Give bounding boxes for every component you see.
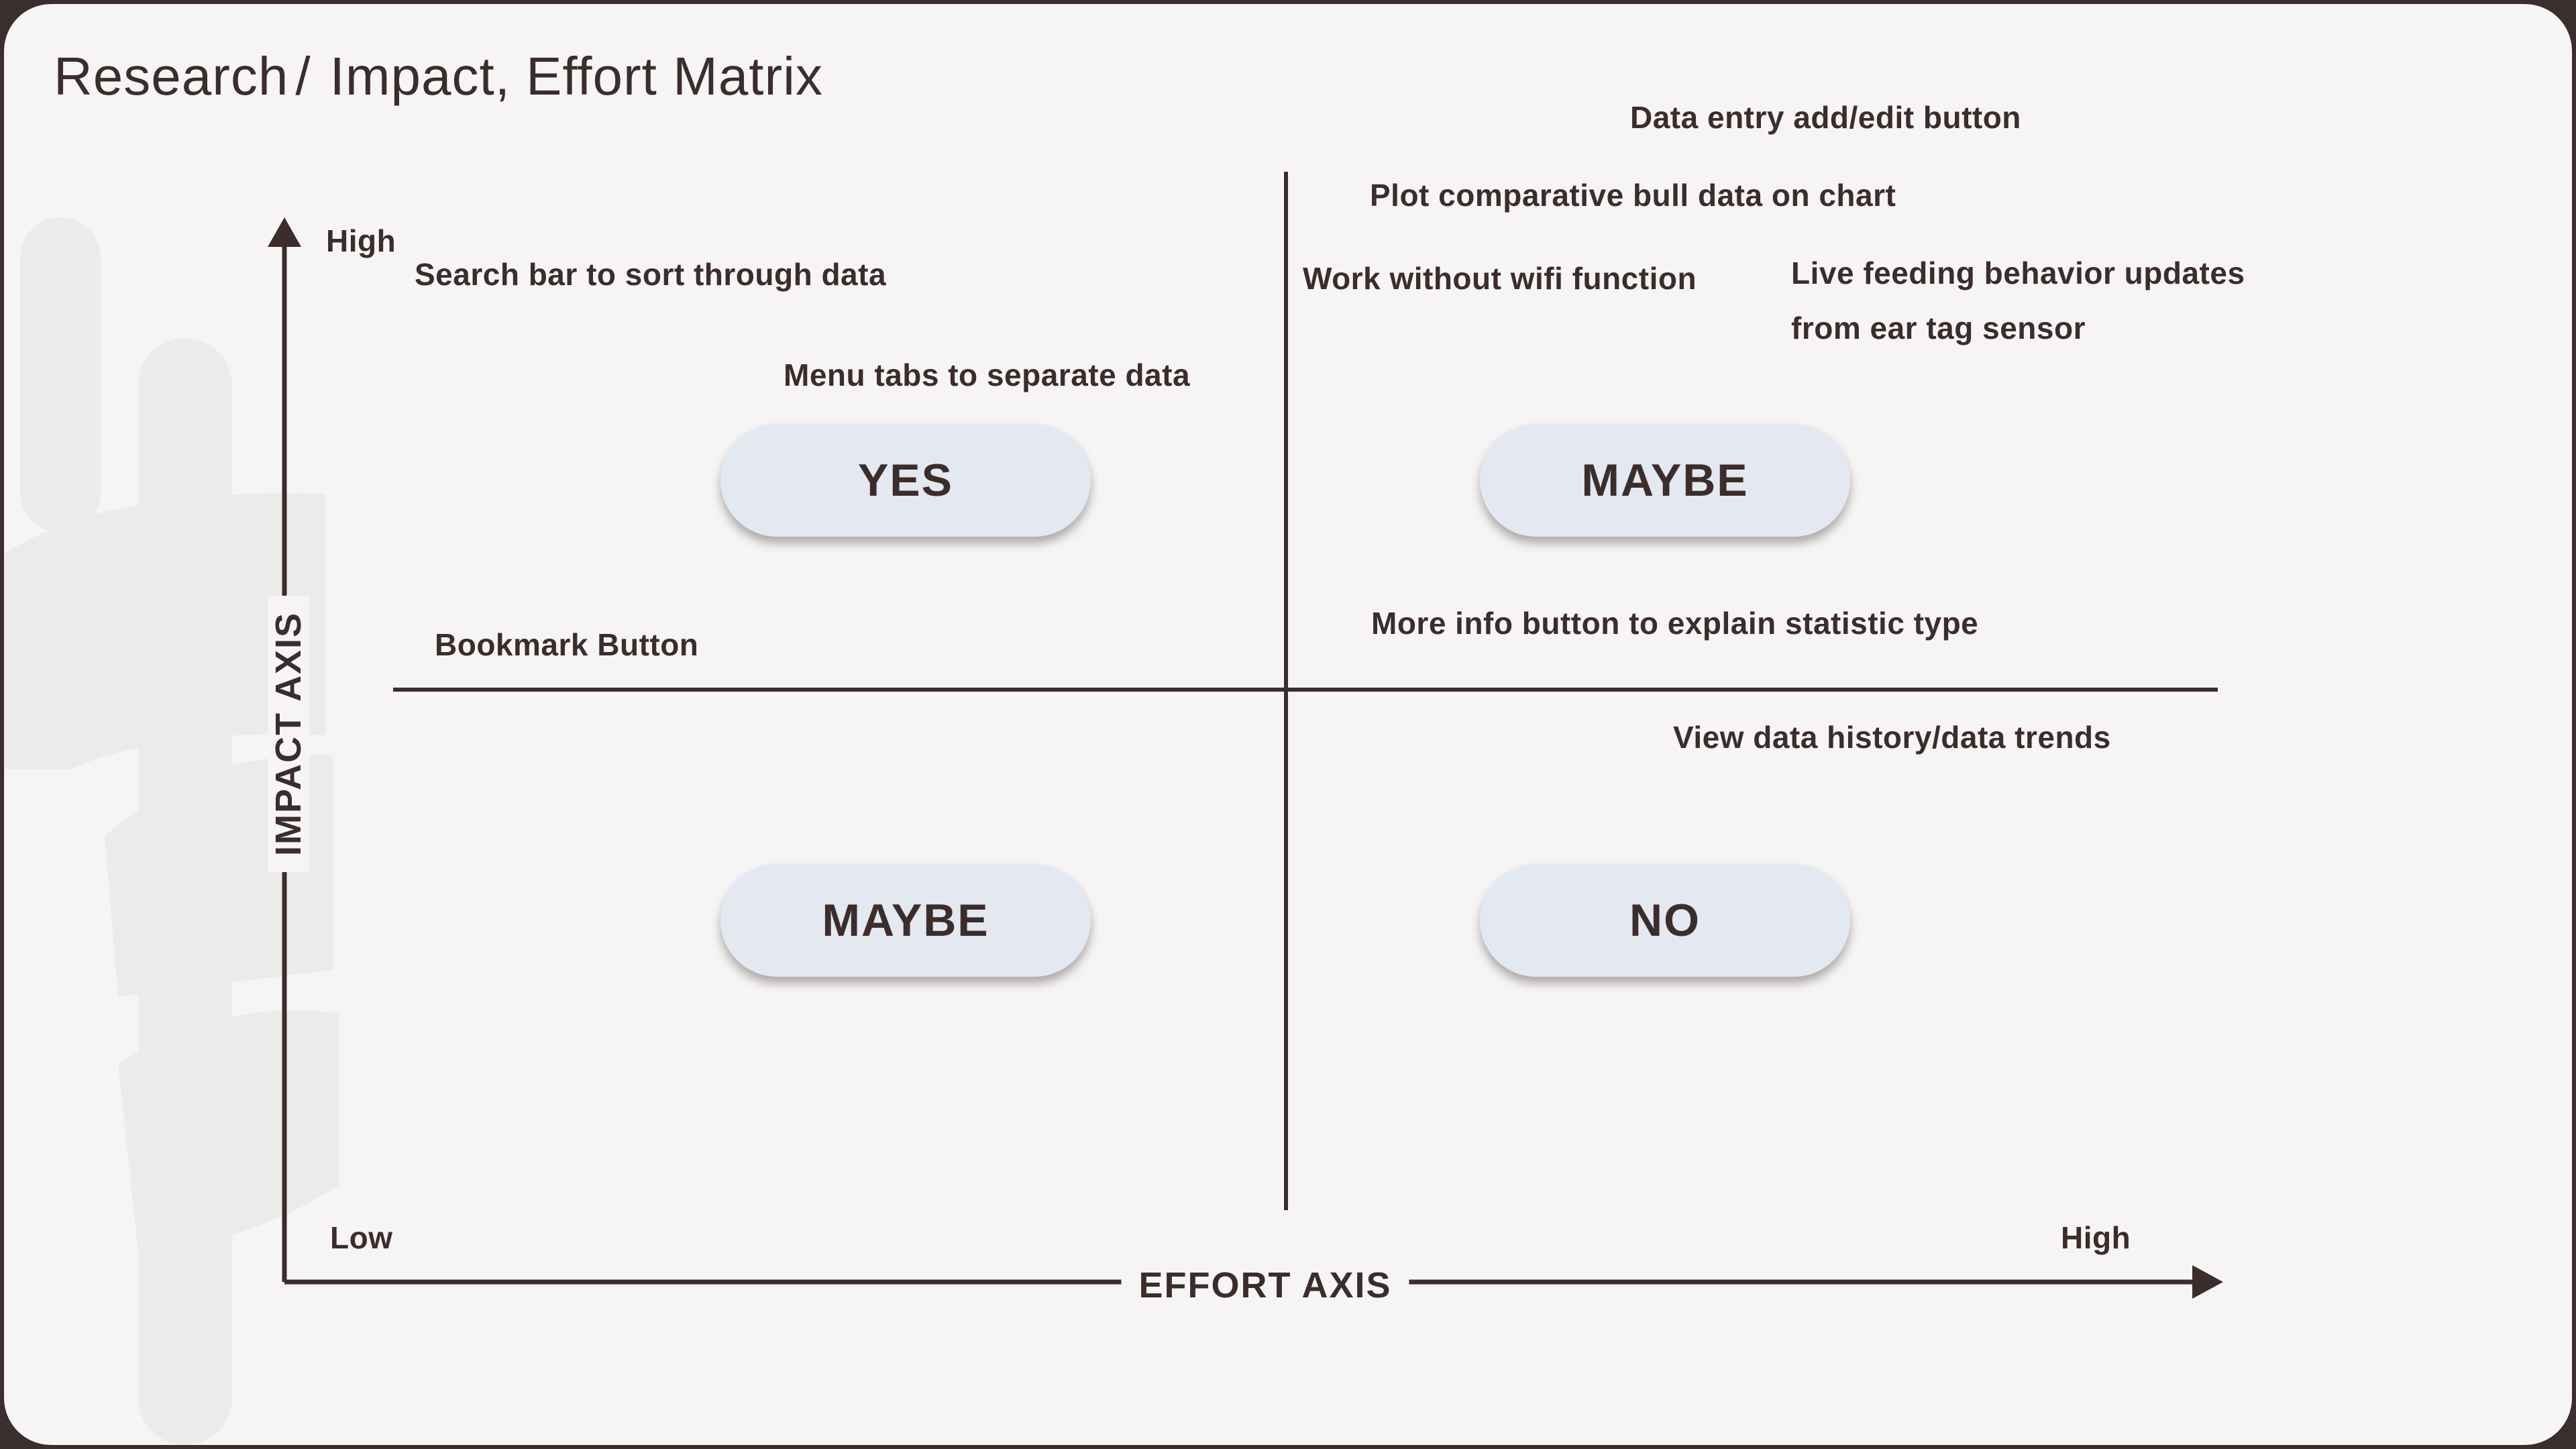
item-plot-comparative-data: Plot comparative bull data on chart (1370, 178, 1896, 213)
effort-high-label: High (2061, 1220, 2131, 1255)
item-bookmark-button: Bookmark Button (435, 627, 699, 662)
breadcrumb-research[interactable]: Research (54, 46, 289, 106)
page-title-text: Impact, Effort Matrix (329, 46, 823, 106)
impact-high-label: High (326, 223, 396, 258)
item-data-history: View data history/data trends (1673, 720, 2111, 755)
item-data-entry-button: Data entry add/edit button (1630, 100, 2021, 135)
item-work-offline: Work without wifi function (1303, 261, 1697, 296)
quadrant-maybe-high-effort-badge: MAYBE (1480, 424, 1850, 537)
quadrant-maybe-low-impact-badge: MAYBE (720, 864, 1091, 977)
item-live-feeding-line-2: from ear tag sensor (1791, 311, 2086, 345)
quadrant-yes-badge: YES (720, 424, 1091, 537)
item-live-feeding-line-1: Live feeding behavior updates (1791, 256, 2245, 290)
breadcrumb-separator: / (295, 46, 311, 106)
effort-low-label: Low (330, 1220, 393, 1255)
item-search-bar: Search bar to sort through data (415, 257, 887, 292)
background-decoration (4, 217, 339, 1445)
item-more-info-button: More info button to explain statistic ty… (1371, 606, 1979, 641)
matrix-canvas: Research/ Impact, Effort Matrix IMPACT AX… (4, 4, 2572, 1445)
impact-axis-label: IMPACT AXIS (268, 595, 309, 873)
page-title: Research/ Impact, Effort Matrix (54, 46, 823, 107)
effort-axis-label: EFFORT AXIS (1121, 1265, 1409, 1306)
impact-axis-arrowhead (268, 217, 301, 247)
effort-axis-arrowhead (2192, 1265, 2223, 1299)
item-menu-tabs: Menu tabs to separate data (784, 358, 1191, 392)
quadrant-no-badge: NO (1480, 864, 1850, 977)
